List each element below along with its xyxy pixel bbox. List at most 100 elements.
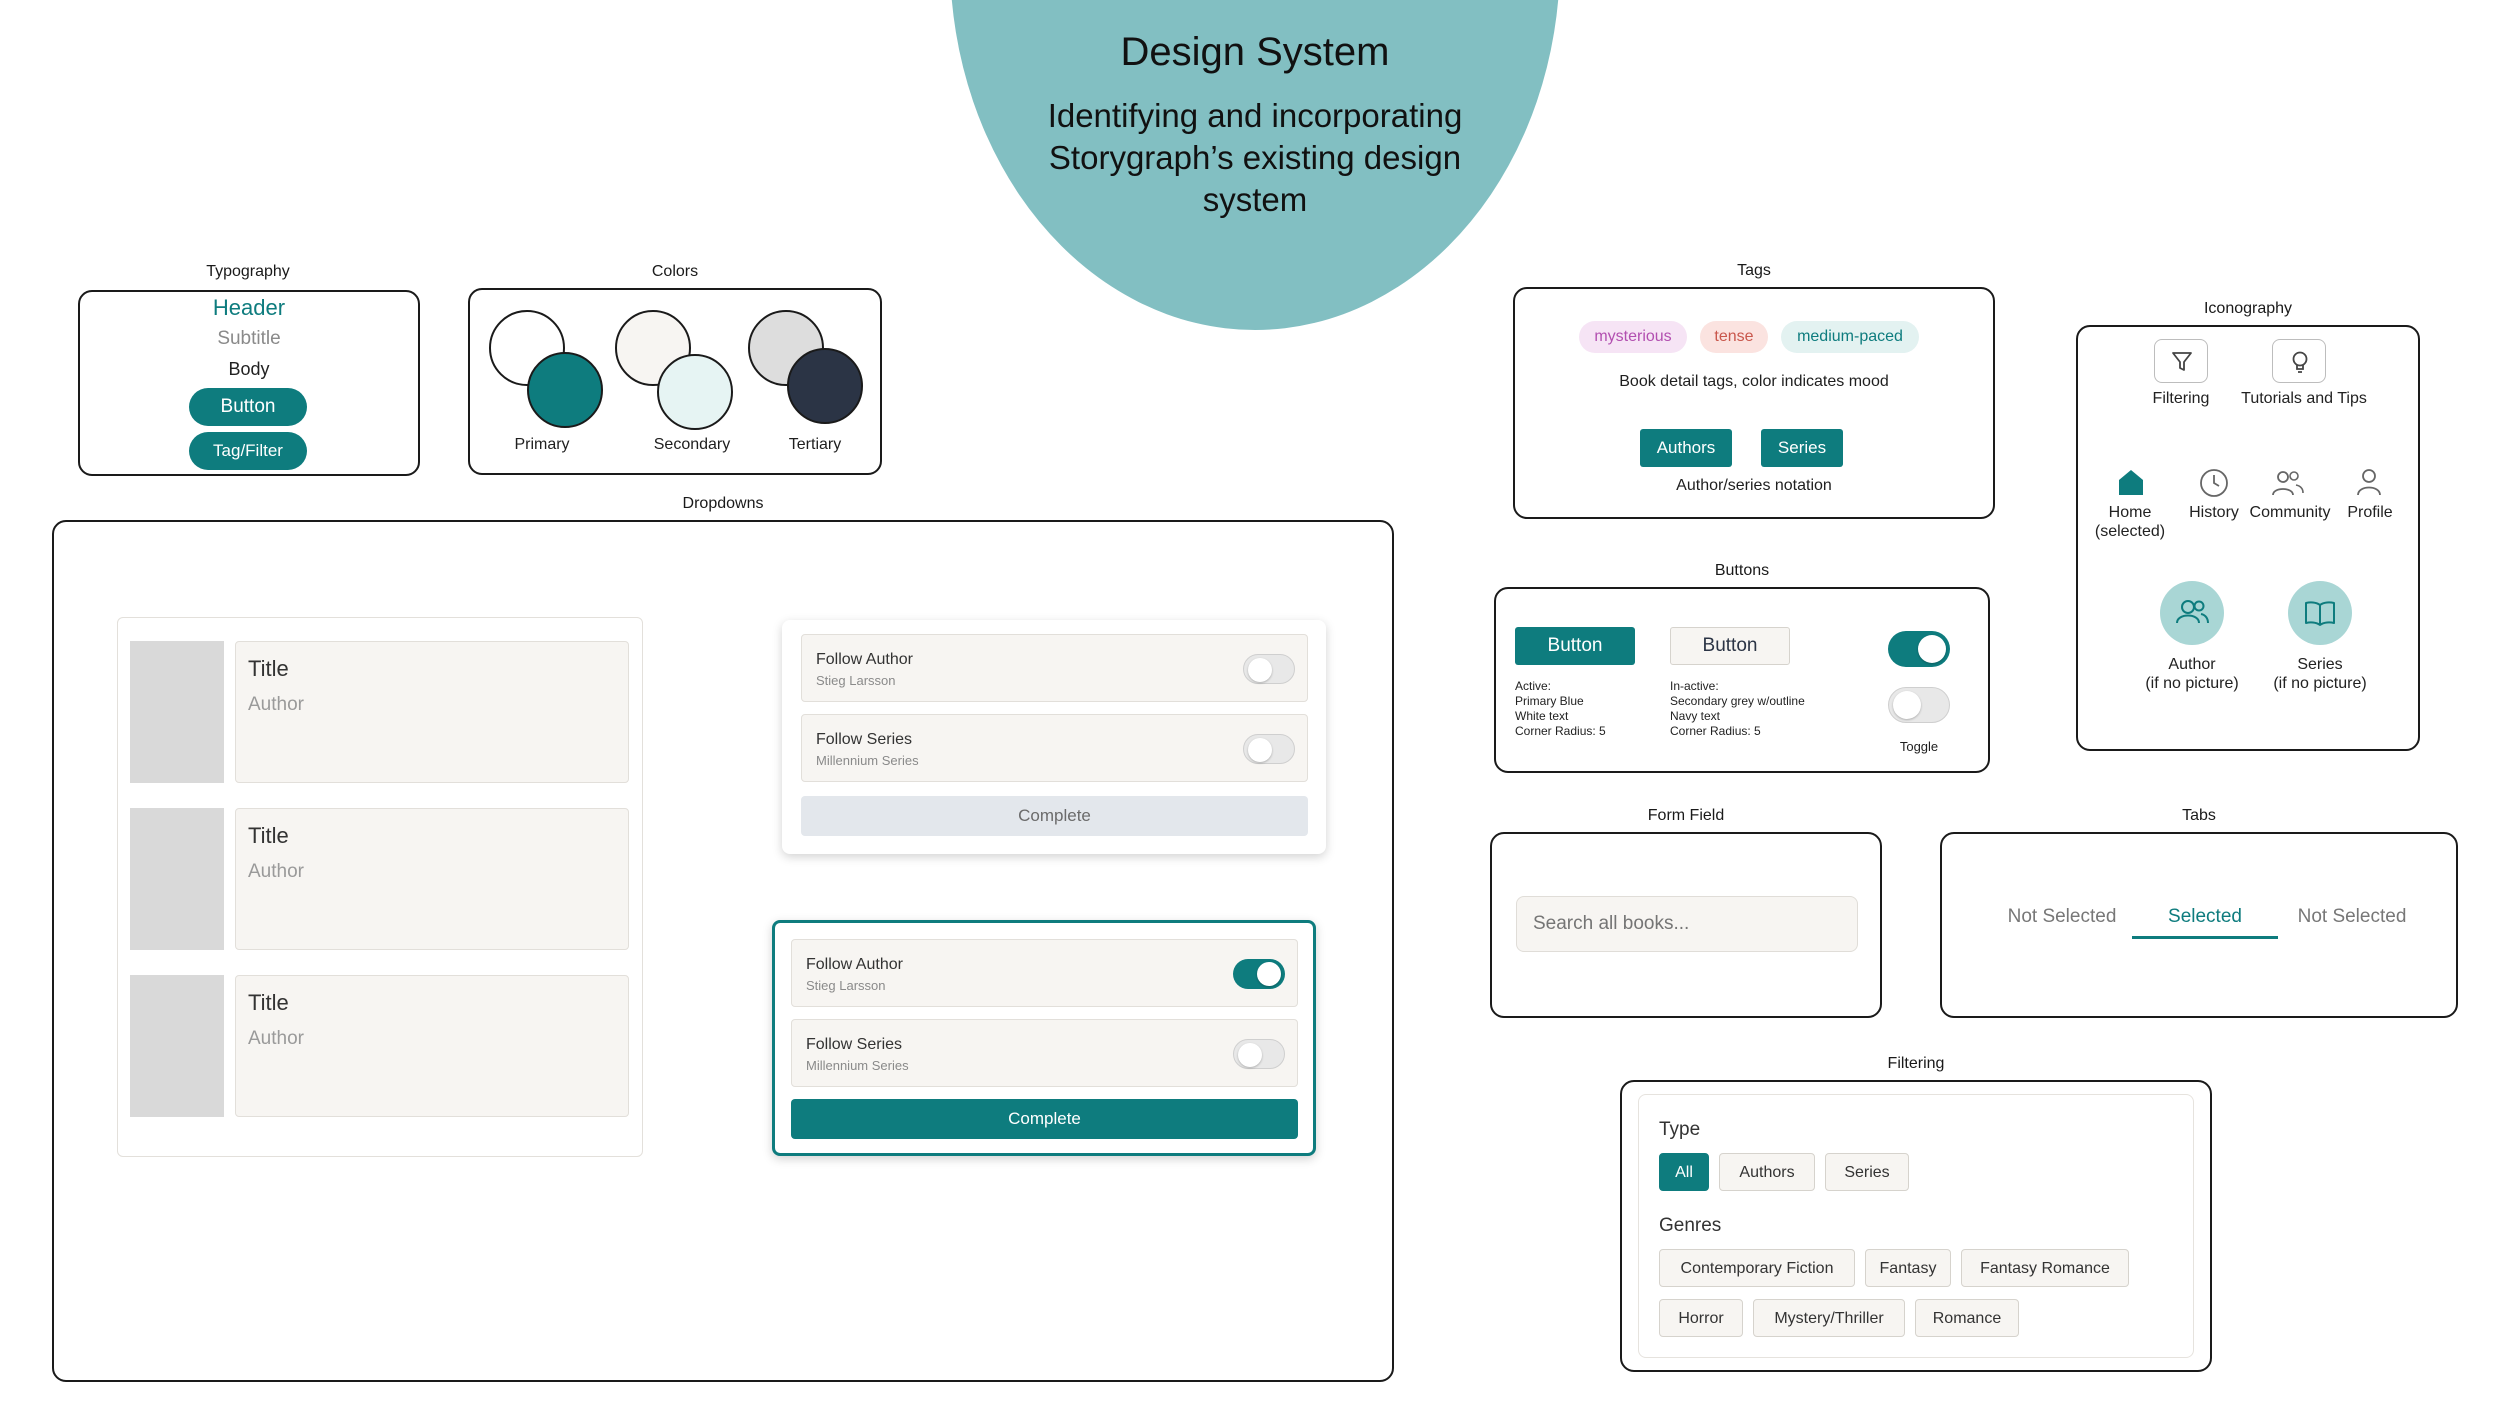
book-cover-placeholder [130, 641, 224, 783]
history-icon[interactable] [2198, 467, 2230, 499]
follow-menu-active: Follow Author Stieg Larsson Follow Serie… [772, 920, 1316, 1156]
mood-tag-mysterious[interactable]: mysterious [1579, 321, 1687, 353]
book-title: Title [248, 656, 289, 681]
filter-chip-authors[interactable]: Authors [1719, 1153, 1815, 1191]
community-icon-label: Community [2249, 504, 2331, 521]
active-button-notes: Active: Primary Blue White text Corner R… [1515, 679, 1606, 738]
follow-series-toggle[interactable] [1243, 734, 1295, 764]
book-author: Author [248, 1028, 304, 1049]
search-input[interactable] [1516, 896, 1858, 952]
genre-chip[interactable]: Fantasy Romance [1961, 1249, 2129, 1287]
mood-tag-tense[interactable]: tense [1700, 321, 1768, 353]
form-field-section-label: Form Field [1647, 807, 1725, 824]
secondary-swatch-label: Secondary [653, 436, 731, 453]
filter-type-heading: Type [1659, 1119, 1701, 1140]
typography-section-label: Typography [206, 263, 290, 280]
active-button-sample[interactable]: Button [1515, 627, 1635, 665]
primary-swatch-label: Primary [514, 436, 570, 453]
author-icon-label: Author(if no picture) [2145, 656, 2239, 692]
profile-icon[interactable] [2354, 467, 2384, 499]
genre-chip[interactable]: Contemporary Fiction [1659, 1249, 1855, 1287]
genre-chip[interactable]: Fantasy [1865, 1249, 1951, 1287]
complete-button-disabled[interactable]: Complete [801, 796, 1308, 836]
iconography-section-label: Iconography [2203, 300, 2293, 317]
follow-author-toggle[interactable] [1243, 654, 1295, 684]
follow-series-name: Millennium Series [816, 753, 919, 768]
home-icon[interactable] [2116, 467, 2146, 497]
book-title: Title [248, 823, 289, 848]
page-title: Design System [1120, 30, 1390, 74]
follow-author-row[interactable]: Follow Author Stieg Larsson [791, 939, 1298, 1007]
series-notation-button[interactable]: Series [1761, 429, 1843, 467]
dropdowns-section-label: Dropdowns [682, 495, 764, 512]
filter-sheet: Type All Authors Series Genres Contempor… [1638, 1094, 2194, 1358]
complete-button[interactable]: Complete [791, 1099, 1298, 1139]
follow-author-title: Follow Author [816, 651, 913, 668]
tutorials-icon-label: Tutorials and Tips [2241, 390, 2367, 407]
typography-header-sample: Header [212, 295, 286, 320]
mood-caption: Book detail tags, color indicates mood [1619, 373, 1889, 390]
typography-body-sample: Body [228, 359, 270, 379]
tab-not-selected-right[interactable]: Not Selected [2297, 906, 2407, 927]
page-subtitle: Identifying and incorporating Storygraph… [1047, 97, 1463, 218]
book-row[interactable]: Title Author [235, 808, 629, 950]
tags-section-label: Tags [1737, 262, 1771, 279]
typography-button-sample[interactable]: Button [189, 388, 307, 426]
buttons-panel: Button Button Active: Primary Blue White… [1494, 587, 1990, 773]
book-list: Title Author Title Author Title Author [117, 617, 643, 1157]
filtering-icon-label: Filtering [2152, 390, 2210, 407]
secondary-swatch-b [657, 354, 733, 430]
home-icon-label: Home(selected) [2094, 504, 2166, 540]
tertiary-swatch-label: Tertiary [788, 436, 842, 453]
filter-icon [2172, 352, 2192, 371]
filter-genres-heading: Genres [1659, 1215, 1722, 1236]
follow-author-title: Follow Author [806, 956, 903, 973]
profile-icon-label: Profile [2347, 504, 2393, 521]
tab-selected-indicator [2132, 936, 2278, 939]
book-row[interactable]: Title Author [235, 975, 629, 1117]
typography-tag-sample[interactable]: Tag/Filter [189, 432, 307, 470]
tab-selected[interactable]: Selected [2168, 906, 2242, 927]
follow-author-name: Stieg Larsson [816, 673, 896, 688]
inactive-button-sample[interactable]: Button [1670, 627, 1790, 665]
follow-series-title: Follow Series [816, 731, 913, 748]
inactive-button-notes: In-active: Secondary grey w/outline Navy… [1670, 679, 1805, 738]
follow-author-name: Stieg Larsson [806, 978, 886, 993]
genre-chip[interactable]: Romance [1915, 1299, 2019, 1337]
book-icon [2305, 601, 2335, 626]
toggle-on-sample[interactable] [1888, 631, 1950, 667]
authors-notation-button[interactable]: Authors [1640, 429, 1732, 467]
book-cover-placeholder [130, 975, 224, 1117]
book-author: Author [248, 694, 304, 715]
book-title: Title [248, 990, 289, 1015]
book-row[interactable]: Title Author [235, 641, 629, 783]
follow-author-row[interactable]: Follow Author Stieg Larsson [801, 634, 1308, 702]
filter-icon-box[interactable] [2154, 339, 2208, 383]
typography-subtitle-sample: Subtitle [217, 328, 281, 349]
toggle-off-sample[interactable] [1888, 687, 1950, 723]
follow-series-toggle[interactable] [1233, 1039, 1285, 1069]
filter-chip-all[interactable]: All [1659, 1153, 1709, 1191]
author-avatar-placeholder [2160, 581, 2224, 645]
lightbulb-icon-box[interactable] [2272, 339, 2326, 383]
follow-series-title: Follow Series [806, 1036, 903, 1053]
genre-chip[interactable]: Mystery/Thriller [1753, 1299, 1905, 1337]
filter-chip-series[interactable]: Series [1825, 1153, 1909, 1191]
buttons-section-label: Buttons [1714, 562, 1770, 579]
follow-series-row[interactable]: Follow Series Millennium Series [791, 1019, 1298, 1087]
history-icon-label: History [2189, 504, 2239, 521]
tabs-section-label: Tabs [2182, 807, 2216, 824]
follow-series-row[interactable]: Follow Series Millennium Series [801, 714, 1308, 782]
filtering-panel: Type All Authors Series Genres Contempor… [1620, 1080, 2212, 1372]
form-field-panel [1490, 832, 1882, 1018]
mood-tag-medium-paced[interactable]: medium-paced [1781, 321, 1919, 353]
tab-not-selected-left[interactable]: Not Selected [2007, 906, 2117, 927]
follow-author-toggle[interactable] [1233, 959, 1285, 989]
tags-panel: mysterious tense medium-paced Book detai… [1513, 287, 1995, 519]
colors-section-label: Colors [651, 263, 699, 280]
follow-menu-default: Follow Author Stieg Larsson Follow Serie… [782, 620, 1326, 854]
genre-chip[interactable]: Horror [1659, 1299, 1743, 1337]
lightbulb-icon [2292, 351, 2308, 373]
community-icon[interactable] [2270, 467, 2306, 499]
primary-swatch-b [527, 352, 603, 428]
